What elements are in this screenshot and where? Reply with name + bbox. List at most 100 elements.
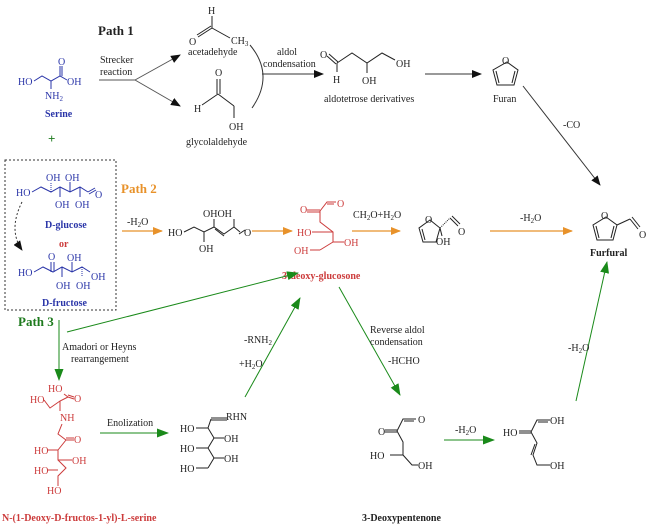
- atom-label: RHN: [226, 412, 247, 423]
- minus-h2o-label: -H2O: [127, 217, 148, 229]
- arrow-to-glycolaldehyde: [134, 79, 181, 107]
- glycolaldehyde-structure: O H OH: [194, 68, 243, 133]
- atom-label: O: [337, 199, 344, 210]
- aldol-label-2: condensation: [263, 59, 316, 70]
- atom-label: OH: [56, 281, 70, 292]
- atom-label: OH: [199, 244, 213, 255]
- minus-hcho-label: -HCHO: [388, 356, 420, 367]
- atom-label: OH: [436, 237, 450, 248]
- atom-label: HO: [18, 77, 32, 88]
- aldol-bracket: [249, 44, 264, 109]
- atom-label: O: [244, 228, 251, 239]
- glycolaldehyde-label: glycolaldehyde: [186, 137, 248, 148]
- atom-label: O: [601, 211, 608, 222]
- atom-label: NH: [60, 413, 74, 424]
- atom-label: OH: [294, 246, 308, 257]
- arrow-sugar-to-deoxyglucosone: [66, 271, 299, 333]
- isomerization-arrow: [13, 201, 23, 251]
- atom-label: OH: [418, 461, 432, 472]
- atom-label: OH: [362, 76, 376, 87]
- amadori-label-name: N-(1-Deoxy-D-fructos-1-yl)-L-serine: [2, 513, 157, 524]
- atom-label: H: [208, 6, 215, 17]
- atom-label: OH: [224, 434, 238, 445]
- atom-label: CH3: [231, 36, 249, 48]
- atom-label: OH: [91, 272, 105, 283]
- atom-label: HO: [18, 268, 32, 279]
- atom-label: OH: [75, 200, 89, 211]
- or-label: or: [59, 239, 69, 250]
- atom-label: O: [95, 190, 102, 201]
- atom-label: HO: [34, 466, 48, 477]
- atom-label: OH: [67, 77, 81, 88]
- atom-label: OH: [550, 461, 564, 472]
- enaminol-structure: RHN HO OH HO OH HO: [180, 412, 247, 475]
- path2-label: Path 2: [121, 181, 157, 196]
- enolization-label: Enolization: [107, 418, 153, 429]
- atom-label: OH: [55, 200, 69, 211]
- minus-co-label: -CO: [563, 120, 580, 131]
- furfural-structure: O O: [592, 211, 646, 241]
- d-glucose-label: D-glucose: [45, 220, 87, 231]
- minus-h2o-label-3: -H2O: [455, 425, 476, 437]
- atom-label: HO: [47, 486, 61, 497]
- arrow-dienol-to-furfural: [575, 261, 609, 402]
- atom-label: OH: [76, 281, 90, 292]
- atom-label: O: [189, 37, 196, 48]
- d-fructose-label: D-fructose: [42, 298, 88, 309]
- amadori-structure: HO HO O NH O HO OH HO HO: [30, 384, 86, 497]
- atom-label: HO: [503, 428, 517, 439]
- deoxypentenone-structure: O O HO OH: [370, 415, 432, 472]
- path1-label: Path 1: [98, 23, 134, 38]
- atom-label: HO: [168, 228, 182, 239]
- atom-label: HO: [180, 424, 194, 435]
- minus-h2o-label-4: -H2O: [568, 343, 589, 355]
- deoxypentenone-label: 3-Deoxypentenone: [362, 513, 441, 524]
- strecker-label: Strecker: [100, 55, 134, 66]
- atom-label: O: [215, 68, 222, 79]
- aldotetrose-label: aldotetrose derivatives: [324, 94, 414, 105]
- sugar-box: [4, 159, 117, 311]
- atom-label: OH: [229, 122, 243, 133]
- atom-label: O: [74, 394, 81, 405]
- atom-label: O: [58, 57, 65, 68]
- plus-sign: +: [48, 131, 55, 146]
- path3-label: Path 3: [18, 314, 54, 329]
- atom-label: HO: [48, 384, 62, 395]
- atom-label: O: [74, 435, 81, 446]
- atom-label: O: [378, 427, 385, 438]
- strecker-label-2: reaction: [100, 67, 132, 78]
- aldol-label: aldol: [277, 47, 297, 58]
- atom-label: HO: [180, 464, 194, 475]
- d-glucose-structure: HO O OH OH OH OH: [16, 173, 102, 211]
- atom-label: OH: [224, 454, 238, 465]
- acetaldehyde-structure: H O CH3: [189, 6, 249, 48]
- reverse-aldol-label-2: condensation: [370, 337, 423, 348]
- d-fructose-structure: HO O OH OH OH OH: [18, 252, 105, 292]
- ch2o-label: CH2O+H2O: [353, 210, 401, 222]
- atom-label: O: [418, 415, 425, 426]
- reverse-aldol-label: Reverse aldol: [370, 325, 425, 336]
- atom-label: OH: [46, 173, 60, 184]
- atom-label: OH: [344, 238, 358, 249]
- arrow-to-acetaldehyde: [134, 54, 181, 81]
- atom-label: HO: [16, 188, 30, 199]
- aldotetrose-structure: O H OH OH: [320, 50, 410, 87]
- dihydrofuran-structure: O O OH: [418, 215, 465, 248]
- atom-label: O: [639, 230, 646, 241]
- atom-label: O: [502, 56, 509, 67]
- furfural-label: Furfural: [590, 248, 627, 259]
- atom-label: O: [300, 205, 307, 216]
- furan-label: Furan: [493, 94, 516, 105]
- atom-label: O: [320, 50, 327, 61]
- atom-label: H: [333, 75, 340, 86]
- deoxyglucosone-structure: O O HO OH OH: [294, 199, 358, 257]
- atom-label: O: [458, 227, 465, 238]
- enediol-structure: HO O OH OHOH: [168, 209, 251, 255]
- serine-structure: HO O OH NH2: [18, 57, 81, 103]
- atom-label: OHOH: [203, 209, 232, 220]
- amadori-label: Amadori or Heyns: [62, 342, 137, 353]
- atom-label: OH: [550, 416, 564, 427]
- atom-label: OH: [65, 173, 79, 184]
- atom-label: HO: [297, 228, 311, 239]
